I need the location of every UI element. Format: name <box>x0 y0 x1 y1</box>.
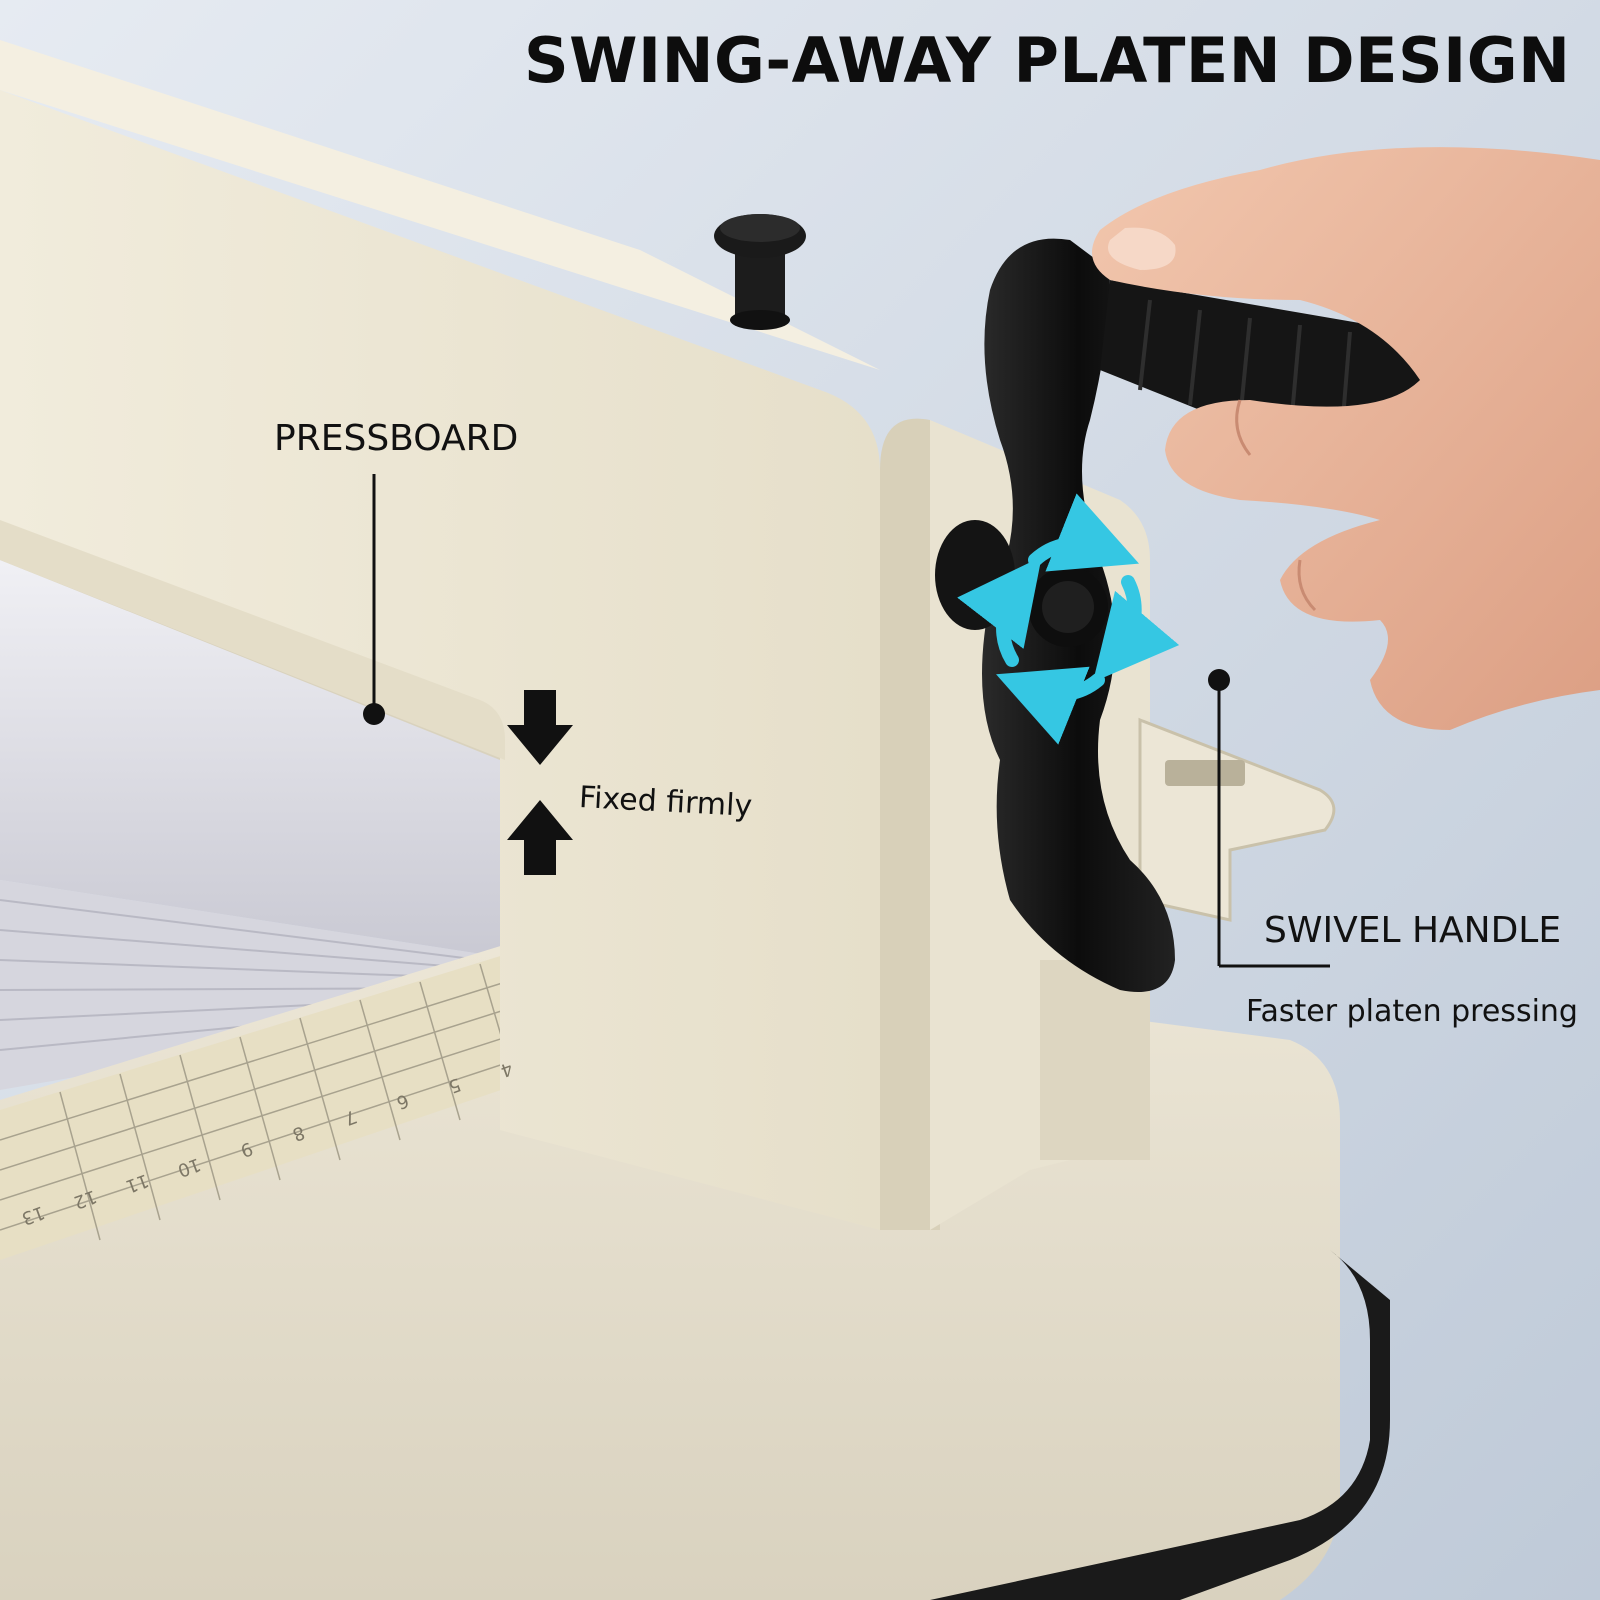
pressboard-label: PRESSBOARD <box>274 418 519 459</box>
adjustment-knob <box>714 214 806 330</box>
arrow-up-icon <box>507 800 573 875</box>
headline: SWING-AWAY PLATEN DESIGN <box>524 24 1571 97</box>
faster-pressing-label: Faster platen pressing <box>1246 994 1578 1029</box>
hand <box>1092 147 1600 731</box>
callout-dot-icon <box>1208 669 1230 691</box>
bracket-slot <box>1165 760 1245 786</box>
callout-dot-icon <box>363 703 385 725</box>
pressboard-bar <box>0 520 505 760</box>
swivel-handle-label: SWIVEL HANDLE <box>1264 910 1562 951</box>
swivel-callout-line <box>1208 669 1330 968</box>
pressboard-callout-line <box>363 474 385 725</box>
ruler-grid <box>0 950 560 1260</box>
rotate-arrows-icon <box>957 493 1180 745</box>
arrow-down-icon <box>507 690 573 765</box>
